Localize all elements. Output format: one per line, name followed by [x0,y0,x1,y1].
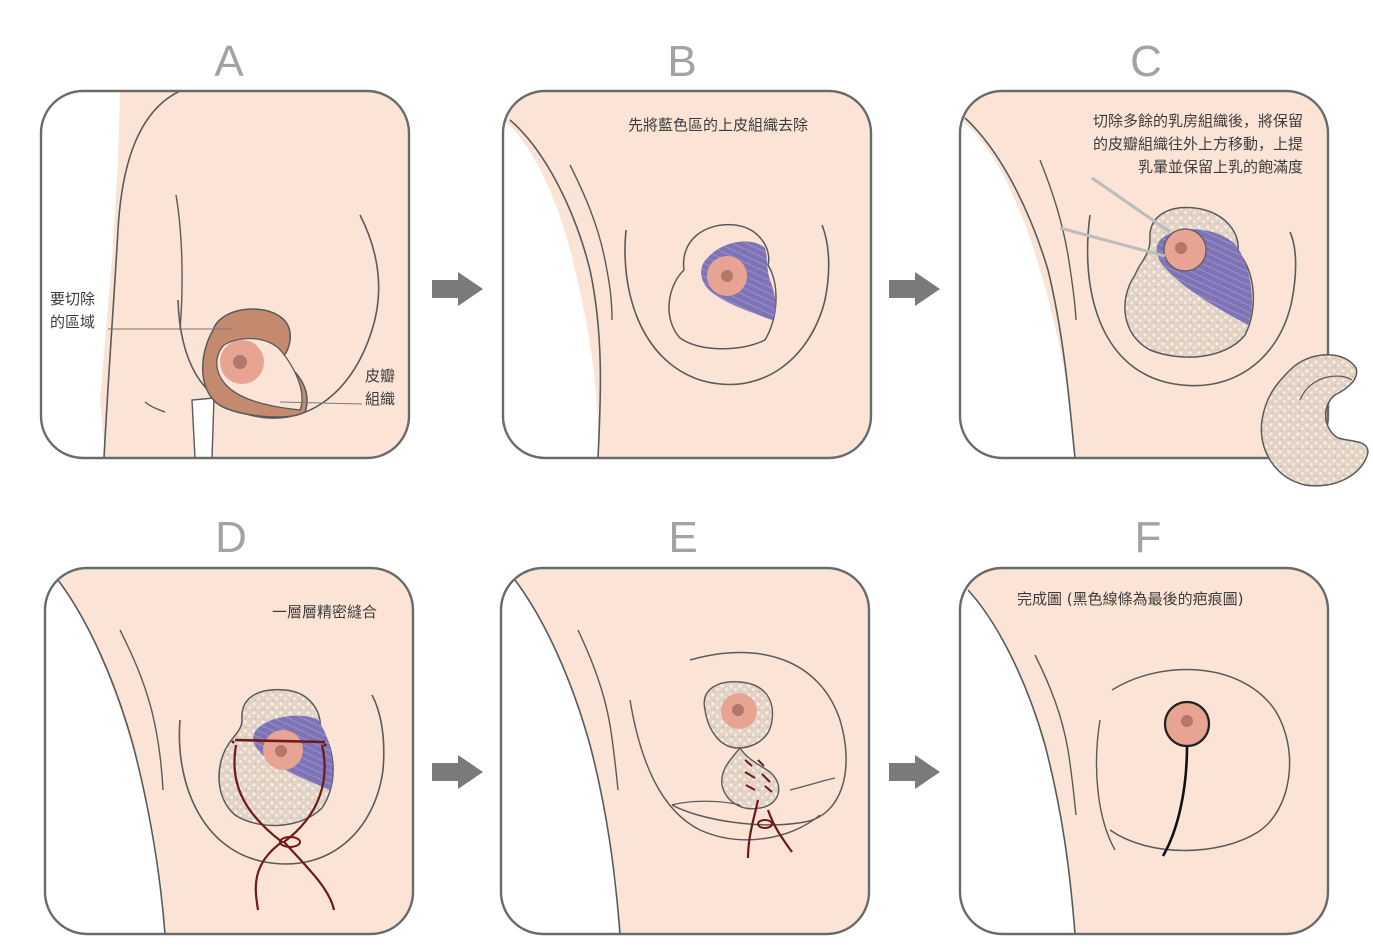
panel-c [958,89,1369,487]
panel-d [43,566,415,936]
caption-panel-d: 一層層精密縫合 [272,603,378,621]
right-arrow-icon [432,755,483,789]
label-flap-tissue-1: 皮瓣 [365,367,396,385]
scar-line [1161,745,1189,857]
nipple [1181,715,1193,727]
nipple [721,270,733,282]
excised-tissue [1260,354,1369,487]
panel-letter-e: E [668,513,698,562]
arm-white [960,568,1075,934]
body-skin [100,91,409,458]
arm-outline [103,91,181,458]
suture-tail [746,799,793,859]
breast-outline [1086,214,1297,387]
suture-stitches [744,759,773,793]
panel-f [958,566,1330,936]
panel-e [499,566,871,936]
breast-outline [1109,668,1291,852]
panel-a [39,89,411,460]
label-excision-area-1: 要切除 [50,290,96,308]
panel-letter-f: F [1134,513,1162,562]
arm-white [503,91,599,458]
white-gap [191,397,215,458]
suture-left [233,744,284,911]
arm-white [45,568,165,934]
nipple [732,704,744,716]
breast-outline [178,694,385,865]
arm-white [501,568,620,934]
label-excision-area-2: 的區域 [50,313,96,331]
right-arrow-icon [889,755,940,789]
panel-letter-d: D [215,513,247,562]
caption-panel-f: 完成圖 (黑色線條為最後的疤痕圖) [1017,590,1244,608]
suture-top [234,738,326,744]
label-flap-tissue-2: 組織 [365,390,396,408]
arm-white [960,91,1075,458]
breast-outline [671,651,847,826]
breast-outline [177,214,380,419]
panel-b [501,89,873,460]
caption-panel-c-line2: 的皮瓣組織往外上方移動，上提 [1092,135,1303,153]
nipple [275,745,287,757]
right-arrow-icon [432,272,483,306]
panel-letter-a: A [214,37,244,86]
caption-panel-c-line3: 乳暈並保留上乳的飽滿度 [1137,158,1303,176]
suture-right [282,744,336,911]
nipple [1175,242,1187,254]
breast-outline [624,224,830,386]
panel-letter-b: B [667,37,697,86]
tissue-lower [721,746,780,810]
right-arrow-icon [889,272,940,306]
caption-panel-c-line1: 切除多餘的乳房組織後，將保留 [1092,112,1303,130]
caption-panel-b: 先將藍色區的上皮組織去除 [628,116,809,134]
panel-letter-c: C [1130,37,1162,86]
nipple [233,355,247,369]
